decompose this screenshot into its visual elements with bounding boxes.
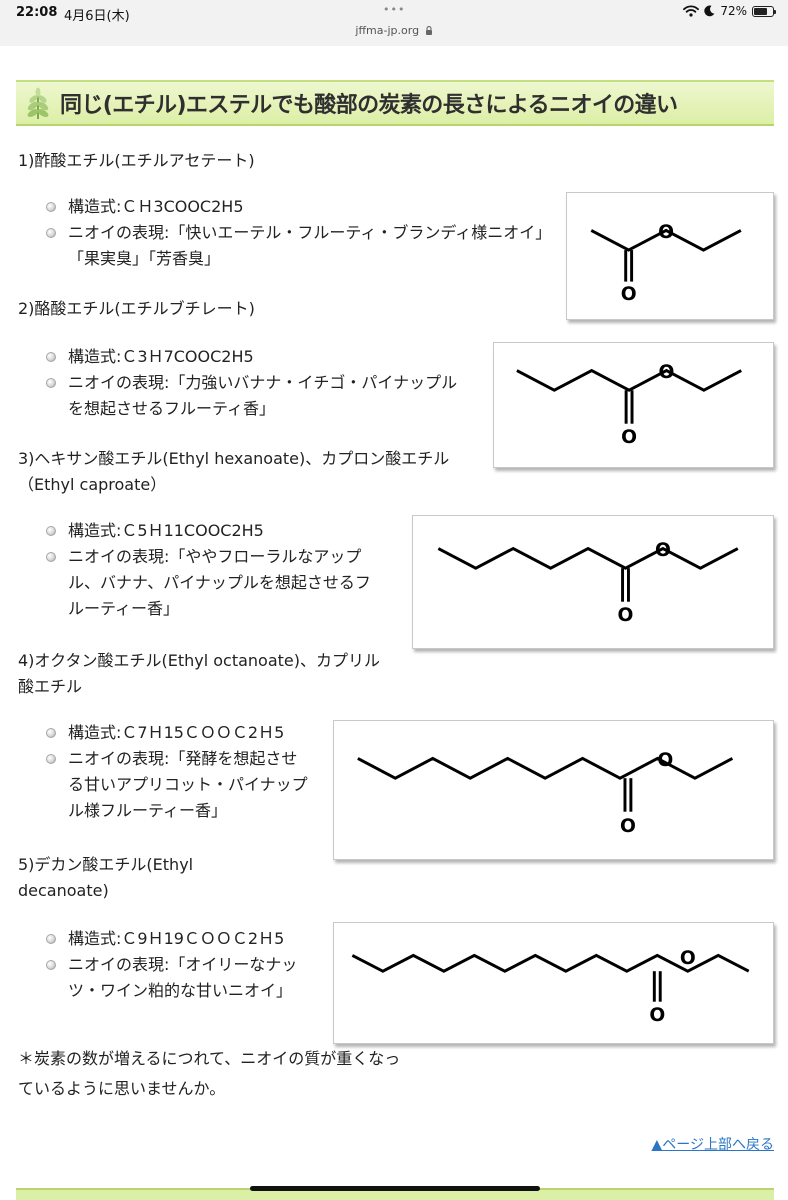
plant-leaf-icon: [27, 87, 49, 119]
structure-image-ethyl-acetate: O O: [566, 192, 774, 320]
odor-description: ニオイの表現:「力強いバナナ・イチゴ・パイナップルを想起させるフルーティ香」: [68, 373, 458, 418]
status-right-group: 72%: [683, 4, 776, 18]
status-bar: 22:08 4月6日(木) ••• jffma-jp.org 72%: [0, 0, 788, 46]
carbon-chain: [590, 228, 742, 252]
bullet-icon: [46, 754, 56, 764]
carbon-chain: [437, 546, 739, 570]
page-title: 同じ(エチル)エステルでも酸部の炭素の長さによるニオイの違い: [60, 93, 678, 118]
bullet-icon: [46, 228, 56, 238]
bullet-icon: [46, 552, 56, 562]
bullet-icon: [46, 960, 56, 970]
ester-title-4: 4)オクタン酸エチル(Ethyl octanoate)、カプリル酸エチル: [18, 651, 380, 696]
oxygen-atom-label: O: [621, 284, 637, 305]
status-time: 22:08: [16, 5, 58, 20]
oxygen-atom-label: O: [649, 1005, 665, 1026]
structure-formula: 構造式:Ｃ9Ｈ19ＣＯＯＣ2Ｈ5: [68, 929, 285, 948]
ester-title-2: 2)酪酸エチル(エチルブチレート): [18, 299, 255, 318]
lock-icon: [425, 26, 432, 35]
battery-fill: [754, 7, 767, 15]
list-item: 構造式:Ｃ7Ｈ15ＣＯＯＣ2Ｈ5: [46, 720, 308, 746]
battery-icon: [752, 5, 776, 17]
structure-formula: 構造式:Ｃ7Ｈ15ＣＯＯＣ2Ｈ5: [68, 723, 285, 742]
back-to-top-link[interactable]: ▲ページ上部へ戻る: [651, 1137, 775, 1153]
ester-title-1: 1)酢酸エチル(エチルアセテート): [18, 151, 255, 170]
multitasking-dots-icon[interactable]: •••: [383, 3, 406, 16]
bullet-icon: [46, 728, 56, 738]
ester-title-5: 5)デカン酸エチル(Ethyl decanoate): [18, 855, 194, 900]
status-date: 4月6日(木): [64, 9, 130, 24]
address-bar-url[interactable]: jffma-jp.org: [0, 24, 788, 37]
list-item: ニオイの表現:「力強いバナナ・イチゴ・パイナップルを想起させるフルーティ香」: [46, 370, 464, 422]
bullet-icon: [46, 352, 56, 362]
carbon-chain: [351, 953, 750, 973]
bullet-icon: [46, 526, 56, 536]
oxygen-atom-label: O: [658, 222, 674, 243]
list-item: 構造式:Ｃ9Ｈ19ＣＯＯＣ2Ｈ5: [46, 926, 308, 952]
ester-bullets-3: 構造式:Ｃ5Ｈ11COOC2H5 ニオイの表現:「ややフローラルなアップル、バナ…: [46, 518, 386, 622]
oxygen-atom-label: O: [618, 605, 634, 626]
list-item: ニオイの表現:「発酵を想起させる甘いアプリコット・パイナップル様フルーティー香」: [46, 746, 308, 824]
section-heading: 同じ(エチル)エステルでも酸部の炭素の長さによるニオイの違い: [16, 80, 774, 126]
oxygen-atom-label: O: [659, 362, 675, 383]
ester-title-3: 3)ヘキサン酸エチル(Ethyl hexanoate)、カプロン酸エチル（Eth…: [18, 449, 450, 494]
battery-percent: 72%: [720, 4, 747, 18]
ester-bullets-1: 構造式:ＣＨ3COOC2H5 ニオイの表現:「快いエーテル・フルーティ・ブランデ…: [46, 194, 546, 272]
bullet-icon: [46, 378, 56, 388]
oxygen-atom-label: O: [680, 948, 696, 969]
structure-image-ethyl-butyrate: O O: [493, 342, 774, 468]
bullet-icon: [46, 934, 56, 944]
home-indicator[interactable]: [250, 1186, 540, 1191]
oxygen-atom-label: O: [655, 540, 671, 561]
moon-icon: [704, 5, 715, 17]
structure-image-ethyl-octanoate: O O: [333, 720, 774, 860]
odor-description: ニオイの表現:「ややフローラルなアップル、バナナ、パイナップルを想起させるフルー…: [68, 547, 371, 618]
oxygen-atom-label: O: [657, 750, 673, 771]
wifi-icon: [683, 5, 700, 17]
bullet-icon: [46, 202, 56, 212]
ester-bullets-5: 構造式:Ｃ9Ｈ19ＣＯＯＣ2Ｈ5 ニオイの表現:「オイリーなナッツ・ワイン粕的な…: [46, 926, 308, 1004]
odor-description: ニオイの表現:「オイリーなナッツ・ワイン粕的な甘いニオイ」: [68, 955, 298, 1000]
carbon-chain: [357, 756, 734, 780]
odor-description: ニオイの表現:「発酵を想起させる甘いアプリコット・パイナップル様フルーティー香」: [68, 749, 308, 820]
list-item: 構造式:Ｃ5Ｈ11COOC2H5: [46, 518, 386, 544]
list-item: ニオイの表現:「オイリーなナッツ・ワイン粕的な甘いニオイ」: [46, 952, 308, 1004]
structure-image-ethyl-hexanoate: O O: [412, 515, 774, 649]
list-item: 構造式:Ｃ3Ｈ7COOC2H5: [46, 344, 464, 370]
oxygen-atom-label: O: [620, 816, 636, 837]
closing-note: ＊炭素の数が増えるにつれて、ニオイの質が重くなっているように思いませんか。: [18, 1049, 401, 1098]
url-text: jffma-jp.org: [355, 24, 420, 37]
list-item: ニオイの表現:「快いエーテル・フルーティ・ブランディ様ニオイ」「果実臭」「芳香臭…: [46, 220, 546, 272]
odor-description: ニオイの表現:「快いエーテル・フルーティ・ブランディ様ニオイ」「果実臭」「芳香臭…: [68, 223, 544, 268]
structure-formula: 構造式:Ｃ5Ｈ11COOC2H5: [68, 521, 264, 540]
ester-bullets-2: 構造式:Ｃ3Ｈ7COOC2H5 ニオイの表現:「力強いバナナ・イチゴ・パイナップ…: [46, 344, 464, 422]
ester-bullets-4: 構造式:Ｃ7Ｈ15ＣＯＯＣ2Ｈ5 ニオイの表現:「発酵を想起させる甘いアプリコッ…: [46, 720, 308, 824]
list-item: ニオイの表現:「ややフローラルなアップル、バナナ、パイナップルを想起させるフルー…: [46, 544, 386, 622]
structure-formula: 構造式:ＣＨ3COOC2H5: [68, 197, 244, 216]
structure-image-ethyl-decanoate: O O: [333, 922, 774, 1044]
structure-formula: 構造式:Ｃ3Ｈ7COOC2H5: [68, 347, 254, 366]
carbon-chain: [516, 368, 742, 392]
list-item: 構造式:ＣＨ3COOC2H5: [46, 194, 546, 220]
oxygen-atom-label: O: [621, 427, 637, 448]
